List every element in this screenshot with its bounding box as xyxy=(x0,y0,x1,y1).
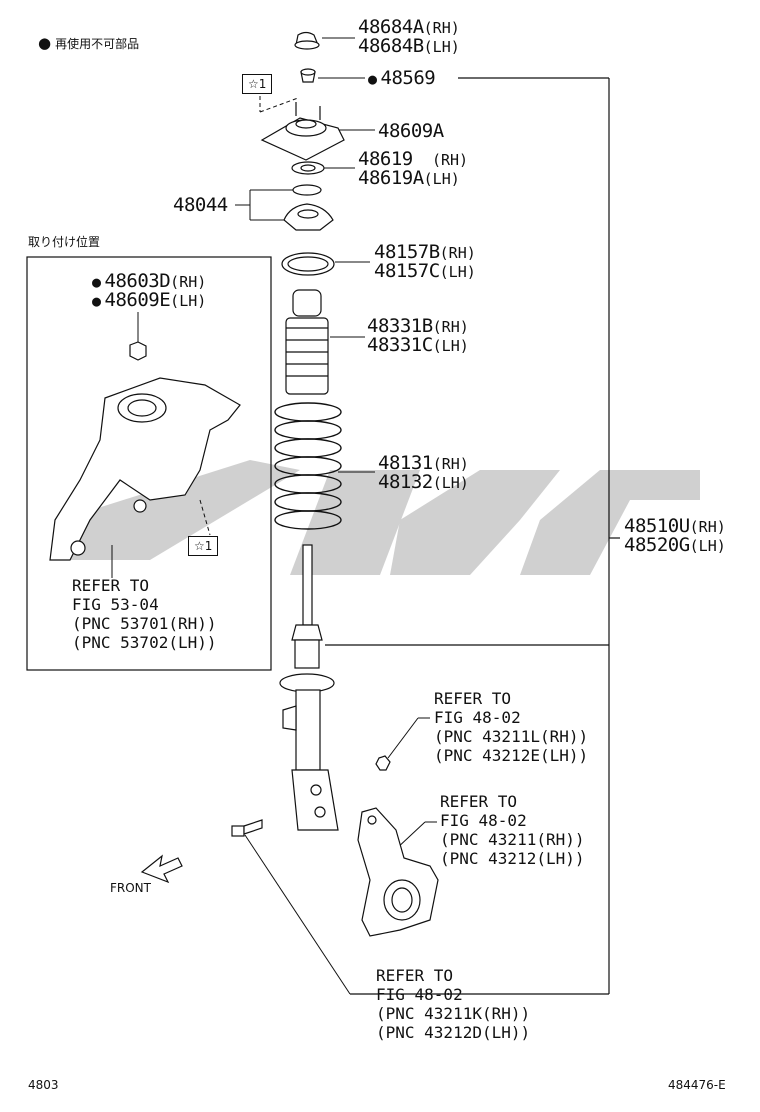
ref-nut: REFER TO FIG 48-02 (PNC 43211L(RH)) (PNC… xyxy=(434,689,588,765)
spring-seat xyxy=(283,184,334,231)
pn-48609e-row: 48609E xyxy=(92,289,171,311)
label-48609a: 48609A xyxy=(378,120,444,142)
ref-pnc: (PNC 43212D(LH)) xyxy=(376,1023,531,1042)
tag-rh: (RH) xyxy=(439,244,476,262)
pn-48619a: 48619A xyxy=(358,167,424,189)
pn-48131: 48131 xyxy=(378,452,433,474)
ref-pnc: (PNC 53702(LH)) xyxy=(72,633,217,652)
label-48131: 48131(RH) 48132(LH) xyxy=(378,454,469,492)
tag-rh: (RH) xyxy=(432,318,469,336)
pn-48609e: 48609E xyxy=(104,289,171,311)
tag-lh: (LH) xyxy=(423,38,460,56)
steering-knuckle xyxy=(357,807,439,937)
ref-line: REFER TO xyxy=(434,689,512,708)
tag-lh: (LH) xyxy=(423,170,460,188)
pn-48157c: 48157C xyxy=(374,260,440,282)
inset-body-bracket xyxy=(49,341,241,561)
pn-48510u: 48510U xyxy=(624,515,690,537)
ref-pnc: (PNC 43212E(LH)) xyxy=(434,746,589,765)
star-marker-inset: ☆1 xyxy=(188,536,219,556)
tag-rh: (RH) xyxy=(689,518,726,536)
dashed-leaders xyxy=(199,96,299,536)
star-marker-top: ☆1 xyxy=(242,74,273,94)
ref-pnc: (PNC 43212(LH)) xyxy=(440,849,585,868)
ref-line: REFER TO xyxy=(72,576,150,595)
legend-non-reusable: 再使用不可部品 xyxy=(38,36,139,51)
pn-48603d: 48603D xyxy=(104,270,171,292)
spring-insulator xyxy=(281,252,335,276)
pn-48520g: 48520G xyxy=(624,534,690,556)
mount-bearing xyxy=(291,161,325,175)
ref-fig-link[interactable]: FIG 53-04 xyxy=(72,595,159,614)
ref-fig-link[interactable]: FIG 48-02 xyxy=(434,708,521,727)
inset-frame xyxy=(26,256,272,671)
shock-absorber xyxy=(279,544,339,831)
pn-48603d-row: 48603D xyxy=(92,270,171,292)
install-position-label: 取り付け位置 xyxy=(28,235,101,249)
label-48157: 48157B(RH) 48157C(LH) xyxy=(374,243,476,281)
ref-pnc: (PNC 53701(RH)) xyxy=(72,614,217,633)
label-48684: 48684A(RH) 48684B(LH) xyxy=(358,18,460,56)
coil-spring xyxy=(274,402,342,530)
label-48331: 48331B(RH) 48331C(LH) xyxy=(367,317,469,355)
tag-rh: (RH) xyxy=(170,273,207,291)
ref-pnc: (PNC 43211L(RH)) xyxy=(434,727,589,746)
ref-line: REFER TO xyxy=(440,792,518,811)
tag-rh: (RH) xyxy=(423,19,460,37)
label-48619: 48619 (RH) 48619A(LH) xyxy=(358,150,468,188)
pn-48684a: 48684A xyxy=(358,16,424,38)
strut-nut xyxy=(375,755,391,771)
watermark-logo xyxy=(50,460,700,575)
pn-48157b: 48157B xyxy=(374,241,440,263)
lock-nut xyxy=(300,68,316,83)
label-48044: 48044 xyxy=(173,194,228,216)
ref-pnc: (PNC 43211K(RH)) xyxy=(376,1004,531,1023)
footer-diagram-id: 484476-E xyxy=(668,1078,726,1092)
assembly-bracket xyxy=(325,77,620,995)
ref-inset: REFER TO FIG 53-04 (PNC 53701(RH)) (PNC … xyxy=(72,576,217,652)
pn-48684b: 48684B xyxy=(358,35,424,57)
front-label: FRONT xyxy=(110,881,151,895)
strut-bolt xyxy=(231,819,263,837)
pn-48569: 48569 xyxy=(380,67,436,89)
tag-lh: (LH) xyxy=(689,537,726,555)
ref-bolt: REFER TO FIG 48-02 (PNC 43211K(RH)) (PNC… xyxy=(376,966,530,1042)
tag-lh: (LH) xyxy=(432,337,469,355)
tag-lh: (LH) xyxy=(439,263,476,281)
bump-stopper-boot xyxy=(285,289,329,395)
front-arrow-icon xyxy=(140,854,183,884)
footer-page-code: 4803 xyxy=(28,1078,59,1092)
ref-fig-link[interactable]: FIG 48-02 xyxy=(440,811,527,830)
pn-48132: 48132 xyxy=(378,471,433,493)
tag-rh: (RH) xyxy=(432,455,469,473)
ref-pnc: (PNC 43211(RH)) xyxy=(440,830,585,849)
ref-line: REFER TO xyxy=(376,966,454,985)
label-48603: 48603D(RH) 48609E(LH) xyxy=(92,270,207,311)
mount-cap xyxy=(294,31,320,50)
ref-fig-link[interactable]: FIG 48-02 xyxy=(376,985,463,1004)
tag-rh: (RH) xyxy=(431,151,469,169)
suspension-support xyxy=(260,102,345,161)
tag-lh: (LH) xyxy=(432,474,469,492)
legend-text: 再使用不可部品 xyxy=(55,37,140,51)
label-48510: 48510U(RH) 48520G(LH) xyxy=(624,517,726,555)
pn-48331c: 48331C xyxy=(367,334,433,356)
pn-48331b: 48331B xyxy=(367,315,433,337)
pn-48619: 48619 xyxy=(358,148,413,170)
label-48569: 48569 xyxy=(368,67,436,89)
ref-knuckle: REFER TO FIG 48-02 (PNC 43211(RH)) (PNC … xyxy=(440,792,585,868)
tag-lh: (LH) xyxy=(170,292,207,310)
